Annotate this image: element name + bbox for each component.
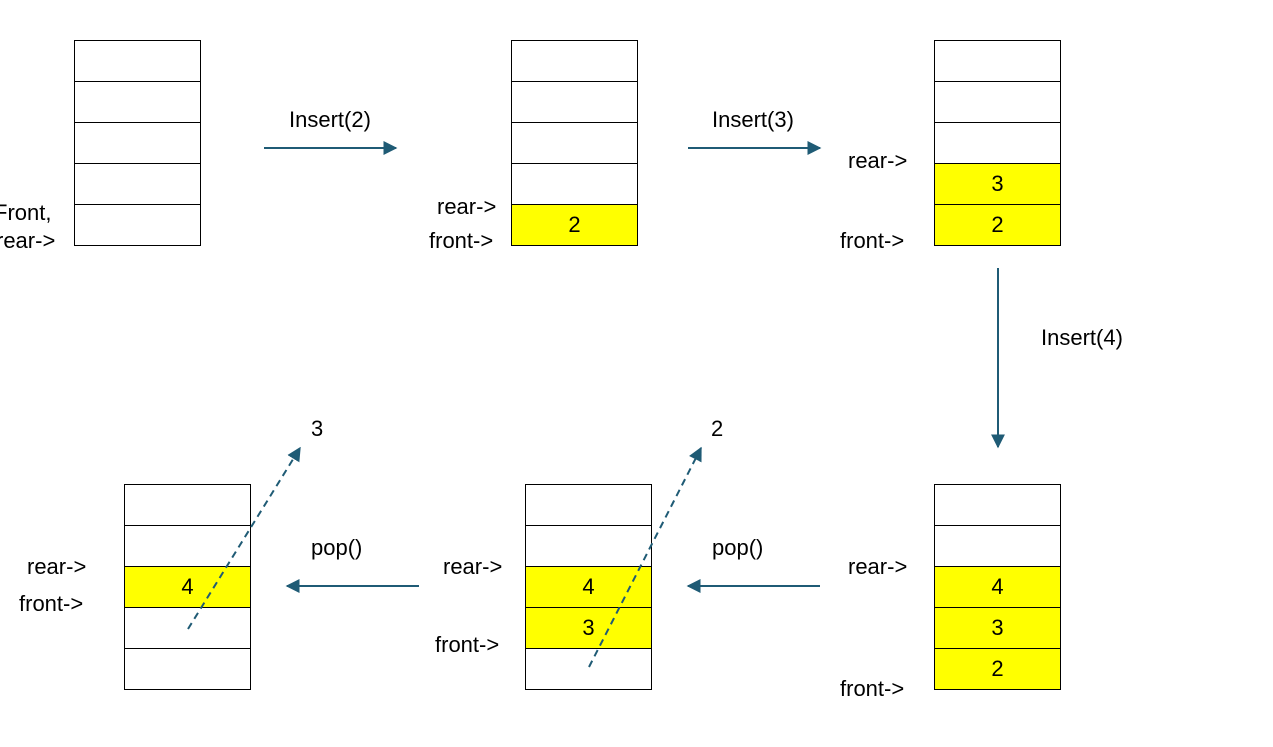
q1-front-label: front-> (429, 228, 494, 253)
q5-cell-4 (124, 648, 251, 689)
q1-rear-label: rear-> (437, 194, 497, 219)
insert4-label: Insert(4) (1041, 325, 1123, 350)
insert3-label: Insert(3) (712, 107, 794, 132)
q4-cell-4 (525, 648, 652, 689)
q5-cell-1 (124, 525, 251, 566)
queue-after-insert-2: 2 (511, 40, 638, 246)
q0-cell-2 (74, 122, 201, 163)
q3-rear-label: rear-> (848, 554, 908, 579)
q2-front-label: front-> (840, 228, 905, 253)
q3-cell-2: 4 (934, 566, 1061, 607)
insert2-label: Insert(2) (289, 107, 371, 132)
q1-cell-0 (511, 40, 638, 81)
q0-cell-0 (74, 40, 201, 81)
queue-after-pop-2: 4 (124, 484, 251, 690)
q2-cell-4: 2 (934, 204, 1061, 245)
q3-front-label: front-> (840, 676, 905, 701)
q3-cell-1 (934, 525, 1061, 566)
q4-cell-1 (525, 525, 652, 566)
queue-initial (74, 40, 201, 246)
q5-cell-0 (124, 484, 251, 525)
q3-cell-3: 3 (934, 607, 1061, 648)
q1-cell-4: 2 (511, 204, 638, 245)
q2-cell-3: 3 (934, 163, 1061, 204)
pop1-label: pop() (712, 535, 764, 560)
q2-rear-label: rear-> (848, 148, 908, 173)
q1-cell-2 (511, 122, 638, 163)
q1-cell-1 (511, 81, 638, 122)
popped-value-3: 3 (311, 416, 324, 441)
q0-front-label: Front, (0, 200, 52, 225)
q4-rear-label: rear-> (443, 554, 503, 579)
q3-cell-4: 2 (934, 648, 1061, 689)
q5-rear-label: rear-> (27, 554, 87, 579)
q4-cell-0 (525, 484, 652, 525)
q2-cell-0 (934, 40, 1061, 81)
q1-cell-3 (511, 163, 638, 204)
q3-cell-0 (934, 484, 1061, 525)
q5-front-label: front-> (19, 591, 84, 616)
q0-cell-3 (74, 163, 201, 204)
q4-cell-2: 4 (525, 566, 652, 607)
pop2-label: pop() (311, 535, 363, 560)
q5-cell-3 (124, 607, 251, 648)
q4-cell-3: 3 (525, 607, 652, 648)
q4-front-label: front-> (435, 632, 500, 657)
q0-cell-4 (74, 204, 201, 245)
popped-value-2: 2 (711, 416, 724, 441)
q2-cell-2 (934, 122, 1061, 163)
q0-rear-label: rear-> (0, 228, 56, 253)
q0-cell-1 (74, 81, 201, 122)
q2-cell-1 (934, 81, 1061, 122)
q5-cell-2: 4 (124, 566, 251, 607)
